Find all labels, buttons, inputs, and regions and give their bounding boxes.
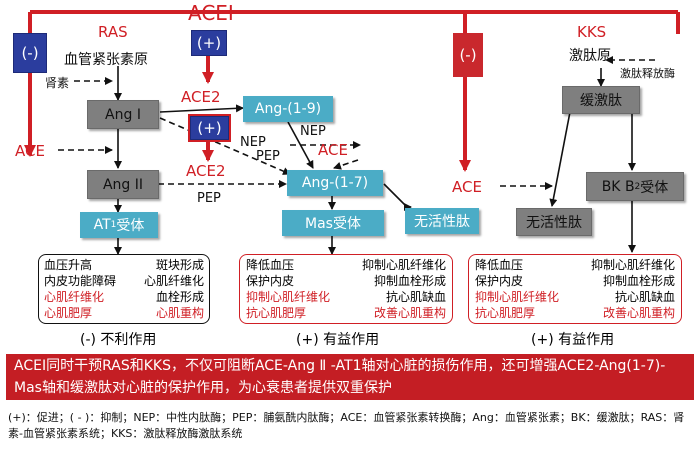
nep-label: NEP <box>240 135 266 150</box>
plus-sign-mid: (+) <box>188 114 231 142</box>
effect-item: 降低血压 <box>246 258 295 272</box>
bk2-tail: 受体 <box>640 179 669 196</box>
pep-label-1: PEP <box>256 149 280 164</box>
effect-caption-middle: (+) 有益作用 <box>296 332 380 348</box>
effect-item: 心肌纤维化 <box>44 290 105 304</box>
plus-sign-top: (+) <box>191 30 227 56</box>
effect-item: 抑制心肌纤维化 <box>475 290 560 304</box>
effect-row: 血压升高 斑块形成 <box>44 257 204 273</box>
bk2-sub: 2 <box>634 181 641 192</box>
effect-row: 降低血压 抑制心肌纤维化 <box>475 257 675 273</box>
ace2-top-label: ACE2 <box>181 88 221 106</box>
effect-item: 心肌肥厚 <box>44 306 93 320</box>
minus-sign-right: (-) <box>453 33 483 77</box>
ace-left-label: ACE <box>15 142 45 160</box>
bk2-label: BK B <box>601 178 635 195</box>
at1-sub: 1 <box>110 220 117 230</box>
effect-item: 抑制心肌纤维化 <box>246 290 331 304</box>
acei-title: ACEI <box>188 1 234 25</box>
ang2-box: Ang II <box>87 170 159 199</box>
pathway-arrows <box>114 66 636 255</box>
ang1-box: Ang I <box>87 100 159 129</box>
effect-item: 血压升高 <box>44 258 93 272</box>
effect-item: 保护内皮 <box>246 274 295 288</box>
summary-banner: ACEI同时干预RAS和KKS，不仅可阻断ACE-Ang Ⅱ -AT1轴对心脏的… <box>6 354 694 400</box>
effect-row: 心肌纤维化 血栓形成 <box>44 289 204 305</box>
at1-label: AT <box>93 217 111 233</box>
dashed-arrows <box>58 56 655 190</box>
effect-item: 斑块形成 <box>155 258 204 272</box>
effect-caption-right: (+) 有益作用 <box>531 332 615 348</box>
effect-row: 抑制心肌纤维化 抗心肌缺血 <box>475 289 675 305</box>
kininogen-label: 激肽原 <box>569 48 611 64</box>
effect-item: 心肌纤维化 <box>143 274 204 288</box>
effect-box-left: 血压升高斑块形成内皮功能障碍心肌纤维化心肌纤维化血栓形成心肌肥厚心肌重构 <box>38 254 210 324</box>
kallikrein-label: 激肽释放酶 <box>620 67 675 80</box>
effect-row: 心肌肥厚 心肌重构 <box>44 305 204 321</box>
ace-mid-label: ACE <box>318 141 348 159</box>
inactive-peptide-2-label: 无活性肽 <box>526 215 582 231</box>
ace2-mid-label: ACE2 <box>186 162 226 180</box>
ace-right-label: ACE <box>452 178 482 196</box>
effect-item: 抑制血栓形成 <box>602 274 675 288</box>
angiotensinogen-label: 血管紧张素原 <box>64 52 148 68</box>
effect-item: 抑制心肌纤维化 <box>590 258 675 272</box>
effect-row: 抗心肌肥厚 改善心肌重构 <box>246 305 446 321</box>
effect-item: 内皮功能障碍 <box>44 274 117 288</box>
bradykinin-label: 缓激肽 <box>580 93 622 109</box>
effect-row: 抑制心肌纤维化 抗心肌缺血 <box>246 289 446 305</box>
ras-label: RAS <box>98 23 128 41</box>
effect-item: 降低血压 <box>475 258 524 272</box>
bradykinin-box: 缓激肽 <box>562 86 640 114</box>
effect-item: 改善心肌重构 <box>373 306 446 320</box>
ang2-label: Ang II <box>102 176 144 193</box>
nep-label-2: NEP <box>300 124 326 139</box>
mas-label: Mas受体 <box>305 216 361 232</box>
effect-item: 心肌重构 <box>155 306 204 320</box>
effect-row: 内皮功能障碍 心肌纤维化 <box>44 273 204 289</box>
effect-item: 抑制心肌纤维化 <box>361 258 446 272</box>
effect-item: 抗心肌肥厚 <box>475 306 536 320</box>
effect-item: 抗心肌肥厚 <box>246 306 307 320</box>
inactive-peptide-box-1: 无活性肽 <box>405 208 479 234</box>
at1-tail: 受体 <box>116 218 145 234</box>
ang19-label: Ang-(1-9) <box>254 101 322 117</box>
pep-label-2: PEP <box>197 191 221 206</box>
effect-item: 血栓形成 <box>155 290 204 304</box>
effect-item: 保护内皮 <box>475 274 524 288</box>
effect-row: 抗心肌肥厚 改善心肌重构 <box>475 305 675 321</box>
minus-sign-left: (-) <box>13 33 47 73</box>
ang1-label: Ang I <box>105 106 141 123</box>
abbreviation-footnote: (+)：促进；( - )：抑制；NEP：中性内肽酶；PEP：脯氨酰内肽酶；ACE… <box>8 411 685 440</box>
effect-item: 改善心肌重构 <box>602 306 675 320</box>
effect-box-middle: 降低血压抑制心肌纤维化保护内皮抑制血栓形成抑制心肌纤维化抗心肌缺血抗心肌肥厚改善… <box>239 254 453 324</box>
effect-row: 降低血压 抑制心肌纤维化 <box>246 257 446 273</box>
ang17-label: Ang-(1-7) <box>301 175 369 191</box>
inactive-peptide-1-label: 无活性肽 <box>414 214 470 230</box>
effect-item: 抗心肌缺血 <box>614 290 675 304</box>
ang19-box: Ang-(1-9) <box>243 96 333 122</box>
inactive-peptide-box-2: 无活性肽 <box>516 208 592 236</box>
kks-label: KKS <box>577 23 607 41</box>
effect-caption-left: (-) 不利作用 <box>80 332 157 348</box>
mas-receptor-box: Mas受体 <box>282 210 384 236</box>
effect-item: 抑制血栓形成 <box>373 274 446 288</box>
renin-label: 肾素 <box>45 76 70 90</box>
effect-row: 保护内皮 抑制血栓形成 <box>475 273 675 289</box>
effect-box-right: 降低血压抑制心肌纤维化保护内皮抑制血栓形成抑制心肌纤维化抗心肌缺血抗心肌肥厚改善… <box>468 254 682 324</box>
effect-item: 抗心肌缺血 <box>385 290 446 304</box>
effect-row: 保护内皮 抑制血栓形成 <box>246 273 446 289</box>
ang17-box: Ang-(1-7) <box>287 170 383 196</box>
